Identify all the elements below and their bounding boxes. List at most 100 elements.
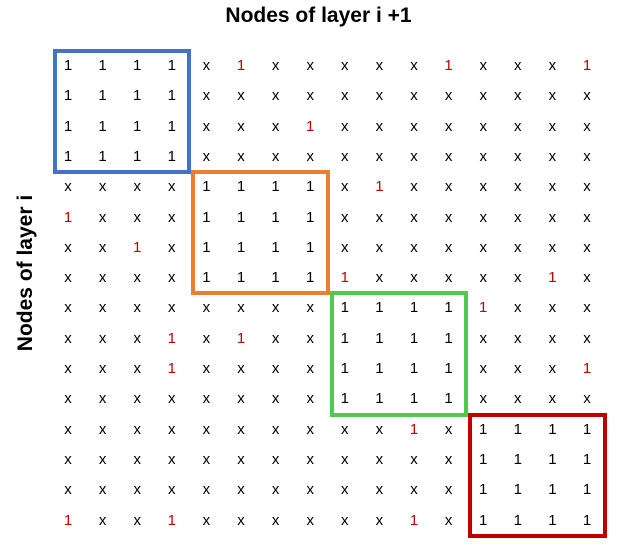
matrix-cell-r9-c2: x bbox=[133, 329, 141, 347]
matrix-cell-r7-c15: x bbox=[583, 269, 591, 287]
matrix-cell-r6-c9: x bbox=[375, 238, 384, 256]
matrix-cell-r9-c7: x bbox=[306, 329, 314, 347]
matrix-cell-r9-c4: x bbox=[202, 329, 211, 347]
matrix-cell-r15-c3: 1 bbox=[167, 511, 176, 529]
matrix-cell-r2-c14: x bbox=[548, 117, 557, 135]
matrix-cell-r0-c4: x bbox=[202, 57, 211, 74]
matrix-cell-r1-c3: 1 bbox=[167, 87, 176, 105]
matrix-cell-r0-c3: 1 bbox=[167, 57, 176, 74]
matrix-cell-r1-c9: x bbox=[375, 87, 384, 105]
matrix-cell-r8-c8: 1 bbox=[340, 299, 349, 317]
matrix-cell-r13-c10: x bbox=[410, 450, 418, 468]
matrix-cell-r15-c9: x bbox=[375, 511, 384, 529]
matrix-cell-r12-c13: 1 bbox=[513, 420, 522, 438]
matrix-cell-r2-c3: 1 bbox=[167, 117, 176, 135]
matrix-cell-r14-c12: 1 bbox=[479, 481, 488, 499]
matrix-cell-r11-c2: x bbox=[133, 390, 141, 408]
matrix-cell-r4-c0: x bbox=[64, 178, 72, 196]
matrix-cell-r2-c11: x bbox=[444, 117, 453, 135]
matrix-cell-r6-c10: x bbox=[410, 238, 418, 256]
matrix-cell-r9-c10: 1 bbox=[409, 329, 419, 347]
matrix-cell-r6-c11: x bbox=[444, 238, 453, 256]
matrix-cell-r7-c8: 1 bbox=[340, 269, 349, 287]
matrix-cell-r5-c8: x bbox=[341, 208, 349, 226]
matrix-cell-r5-c15: x bbox=[583, 208, 591, 226]
matrix-cell-r8-c12: 1 bbox=[479, 299, 488, 317]
matrix-cell-r3-c9: x bbox=[375, 147, 384, 165]
side-axis-title-wrap: Nodes of layer i bbox=[0, 180, 52, 400]
matrix-cell-r12-c14: 1 bbox=[548, 420, 557, 438]
matrix-cell-r9-c5: 1 bbox=[236, 329, 246, 347]
matrix-cell-r5-c13: x bbox=[514, 208, 522, 226]
matrix-cell-r6-c5: 1 bbox=[236, 238, 246, 256]
matrix-cell-r0-c11: 1 bbox=[444, 57, 453, 74]
matrix-cell-r4-c15: x bbox=[583, 178, 591, 196]
matrix-cell-r2-c6: x bbox=[271, 117, 280, 135]
matrix-cell-r3-c3: 1 bbox=[167, 147, 176, 165]
matrix-cell-r1-c5: x bbox=[237, 87, 245, 105]
matrix-cell-r0-c12: x bbox=[479, 57, 487, 74]
matrix-cell-r10-c13: x bbox=[514, 360, 522, 377]
matrix-cell-r1-c7: x bbox=[306, 87, 314, 105]
matrix-cell-r2-c12: x bbox=[479, 117, 487, 135]
matrix-cell-r11-c14: x bbox=[548, 390, 557, 408]
matrix-cell-r7-c6: 1 bbox=[271, 269, 280, 287]
matrix-cell-r6-c1: x bbox=[98, 238, 107, 256]
matrix-cell-r10-c14: x bbox=[548, 360, 557, 377]
matrix-cell-r6-c15: x bbox=[583, 238, 591, 256]
matrix-cell-r13-c11: x bbox=[444, 450, 453, 468]
matrix-cell-r6-c6: 1 bbox=[271, 238, 280, 256]
matrix-cell-r2-c8: x bbox=[341, 117, 349, 135]
matrix-cell-r15-c14: 1 bbox=[548, 511, 557, 529]
matrix-cell-r12-c15: 1 bbox=[582, 420, 592, 438]
matrix-cell-r12-c7: x bbox=[306, 420, 314, 438]
block-4-frame bbox=[468, 412, 607, 538]
matrix-cell-r12-c3: x bbox=[168, 420, 176, 438]
matrix-cell-r6-c13: x bbox=[514, 238, 522, 256]
matrix-cell-r14-c0: x bbox=[64, 481, 72, 499]
matrix-cell-r12-c2: x bbox=[133, 420, 141, 438]
matrix-cell-r15-c15: 1 bbox=[582, 511, 592, 529]
matrix-cell-r1-c15: x bbox=[583, 87, 591, 105]
matrix-cell-r2-c2: 1 bbox=[133, 117, 142, 135]
matrix-cell-r8-c2: x bbox=[133, 299, 141, 317]
matrix-cell-r11-c0: x bbox=[64, 390, 72, 408]
matrix-cell-r9-c15: x bbox=[583, 329, 591, 347]
matrix-cell-r10-c8: 1 bbox=[340, 360, 349, 377]
matrix-cell-r6-c7: 1 bbox=[306, 238, 315, 256]
matrix-cell-r15-c13: 1 bbox=[513, 511, 522, 529]
matrix-cell-r0-c1: 1 bbox=[98, 57, 107, 74]
matrix-cell-r5-c1: x bbox=[98, 208, 107, 226]
matrix-cell-r7-c14: 1 bbox=[548, 269, 557, 287]
matrix-cell-r9-c1: x bbox=[98, 329, 107, 347]
matrix-cell-r15-c7: x bbox=[306, 511, 314, 529]
matrix-cell-r7-c7: 1 bbox=[306, 269, 315, 287]
matrix-cell-r9-c0: x bbox=[64, 329, 72, 347]
matrix-cell-r14-c14: 1 bbox=[548, 481, 557, 499]
matrix-cell-r7-c5: 1 bbox=[236, 269, 246, 287]
matrix-cell-r6-c0: x bbox=[64, 238, 72, 256]
matrix-cell-r8-c10: 1 bbox=[409, 299, 419, 317]
matrix-cell-r8-c3: x bbox=[168, 299, 176, 317]
matrix-cell-r12-c9: x bbox=[375, 420, 384, 438]
matrix-cell-r15-c2: x bbox=[133, 511, 141, 529]
matrix-cell-r5-c3: x bbox=[168, 208, 176, 226]
matrix-cell-r5-c10: x bbox=[410, 208, 418, 226]
matrix-cell-r11-c9: 1 bbox=[375, 390, 384, 408]
matrix-cell-r14-c5: x bbox=[237, 481, 245, 499]
matrix-cell-r13-c9: x bbox=[375, 450, 384, 468]
matrix-cell-r10-c11: 1 bbox=[444, 360, 453, 377]
matrix-cell-r0-c0: 1 bbox=[63, 57, 73, 74]
matrix-cell-r4-c13: x bbox=[514, 178, 522, 196]
matrix-cell-r14-c1: x bbox=[98, 481, 107, 499]
matrix-cell-r10-c2: x bbox=[133, 360, 141, 377]
matrix-cell-r2-c15: x bbox=[583, 117, 591, 135]
matrix-cell-r0-c10: x bbox=[410, 57, 418, 74]
matrix-cell-r11-c8: 1 bbox=[340, 390, 349, 408]
matrix-cell-r5-c6: 1 bbox=[271, 208, 280, 226]
matrix-cell-r1-c0: 1 bbox=[63, 87, 73, 105]
matrix-cell-r3-c14: x bbox=[548, 147, 557, 165]
matrix-cell-r11-c15: x bbox=[583, 390, 591, 408]
matrix-cell-r1-c2: 1 bbox=[133, 87, 142, 105]
